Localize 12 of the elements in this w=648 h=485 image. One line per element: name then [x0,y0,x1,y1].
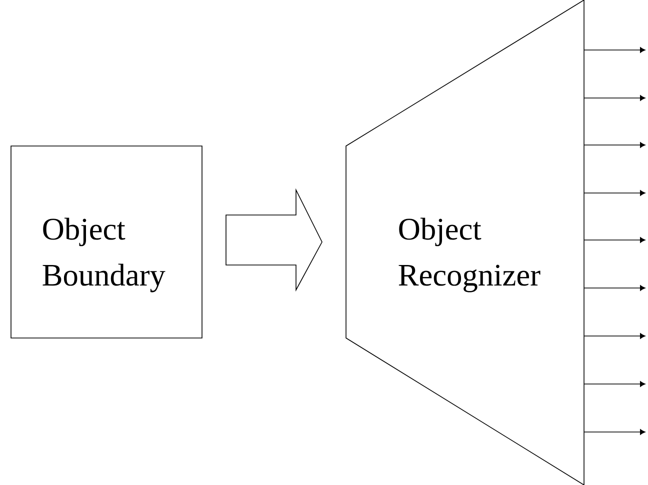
output-arrow [584,285,646,291]
box: Object Boundary [10,146,202,338]
output-arrow [584,142,646,148]
output-arrow [584,47,646,53]
output-arrow [584,333,646,339]
trapezoid-block: Object Recognizer [346,0,584,485]
output-arrow [584,381,646,387]
output-arrow [584,429,646,435]
block-arrow [226,188,322,292]
output-arrow [584,190,646,196]
output-arrow [584,95,646,101]
output-arrow [584,237,646,243]
